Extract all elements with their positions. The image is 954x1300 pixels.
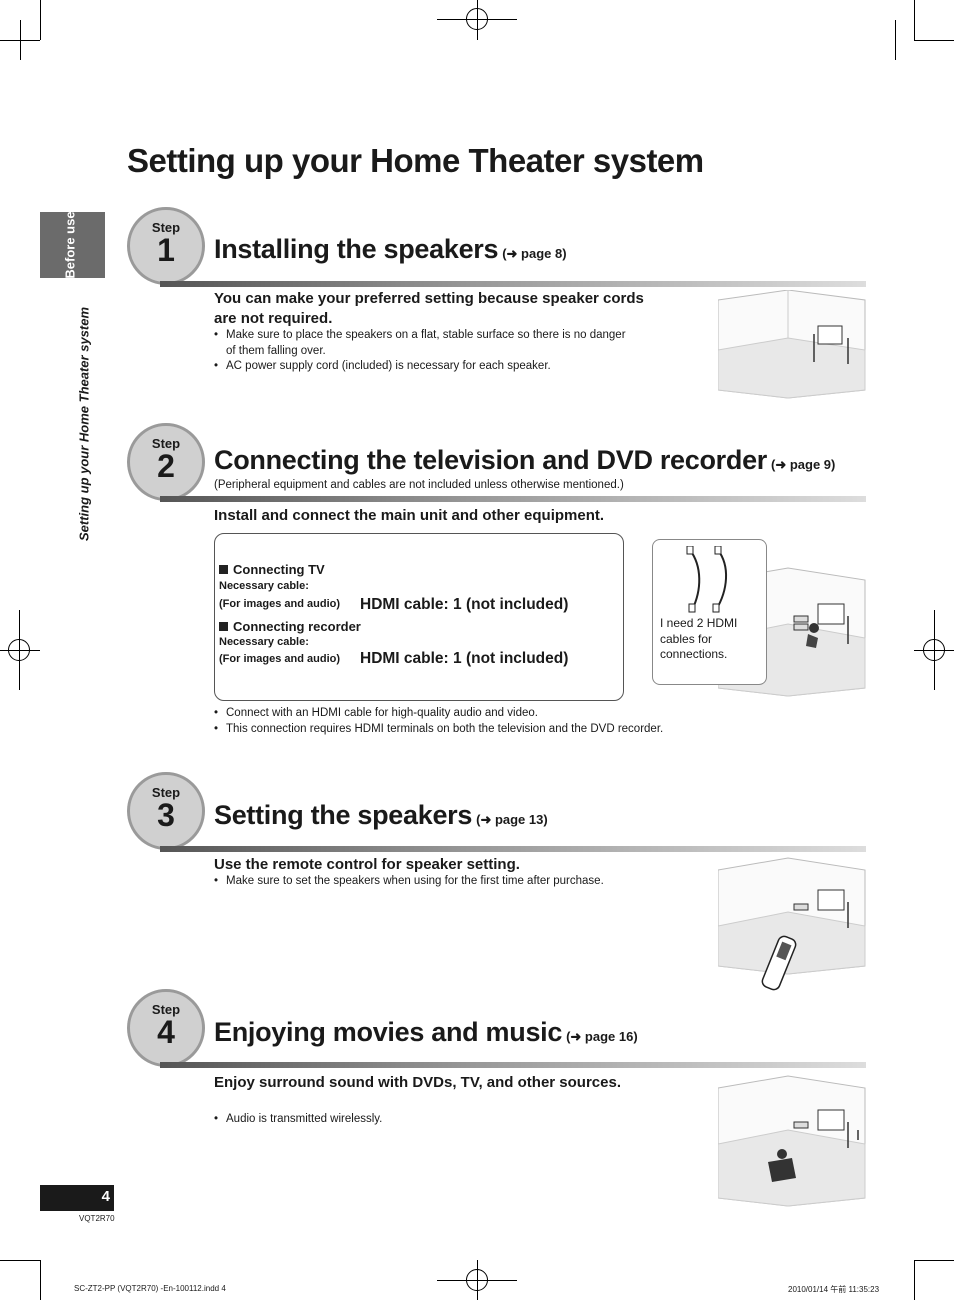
step-word: Step — [151, 1002, 181, 1017]
timestamp: 2010/01/14 午前 11:35:23 — [788, 1285, 880, 1294]
page-reference: (➜ page 8) — [502, 246, 567, 261]
section-rule — [160, 281, 866, 287]
cable-requirement: HDMI cable: 1 (not included) — [360, 650, 569, 667]
step-number: 2 — [157, 448, 175, 484]
page-number: 4 — [101, 1188, 110, 1205]
list-item: Audio is transmitted wirelessly. — [214, 1112, 634, 1128]
section-rule — [160, 1062, 866, 1068]
step-word: Step — [151, 220, 181, 235]
crop-mark — [40, 0, 41, 40]
list-item: This connection requires HDMI terminals … — [214, 722, 814, 738]
hdmi-cable-icon — [686, 546, 728, 613]
step-badge: Step 2 — [127, 423, 205, 501]
crop-mark — [0, 1260, 40, 1261]
step-title-text: Enjoying movies and music — [214, 1017, 563, 1047]
bullet-list: Make sure to place the speakers on a fla… — [214, 328, 634, 375]
cable-purpose: (For images and audio) — [219, 653, 341, 665]
list-item: Connect with an HDMI cable for high-qual… — [214, 706, 814, 722]
step-word: Step — [151, 785, 181, 800]
step-title: Installing the speakers(➜ page 8) — [214, 234, 567, 265]
running-header: Setting up your Home Theater system — [76, 306, 92, 542]
list-item: AC power supply cord (included) is neces… — [214, 359, 634, 375]
step-number: 3 — [157, 797, 175, 833]
connection-box — [214, 533, 624, 701]
cable-purpose: (For images and audio) — [219, 598, 341, 610]
step-title: Enjoying movies and music(➜ page 16) — [214, 1017, 638, 1048]
connection-heading: Connecting TV — [219, 562, 325, 577]
cable-note: I need 2 HDMI cables for connections. — [660, 616, 738, 661]
section-rule — [160, 846, 866, 852]
step-number: 1 — [157, 232, 175, 268]
step-title: Setting the speakers(➜ page 13) — [214, 800, 548, 831]
crop-mark — [914, 1260, 954, 1261]
model-code: VQT2R70 — [79, 1214, 115, 1223]
step-number: 4 — [157, 1014, 175, 1050]
necessary-cable-label: Necessary cable: — [219, 636, 309, 648]
room-remote-illustration — [718, 857, 866, 991]
cable-callout — [652, 539, 767, 685]
cable-requirement: HDMI cable: 1 (not included) — [360, 596, 569, 613]
file-info: SC-ZT2-PP (VQT2R70) -En-100112.indd 4 — [74, 1284, 226, 1293]
room-listener-illustration — [718, 1075, 866, 1207]
step-word: Step — [151, 436, 181, 451]
crop-mark — [40, 1260, 41, 1300]
square-bullet-icon — [219, 565, 228, 574]
step-lead: You can make your preferred setting beca… — [214, 290, 644, 327]
step-badge: Step 4 — [127, 989, 205, 1067]
page-title: Setting up your Home Theater system — [127, 142, 704, 179]
page-reference: (➜ page 9) — [771, 457, 836, 472]
step-badge: Step 1 — [127, 207, 205, 285]
list-item: Make sure to place the speakers on a fla… — [214, 328, 634, 359]
crop-mark — [914, 40, 954, 41]
list-item: Make sure to set the speakers when using… — [214, 874, 694, 890]
registration-mark — [8, 639, 30, 661]
step-note: (Peripheral equipment and cables are not… — [214, 479, 624, 491]
page-reference: (➜ page 16) — [566, 1029, 638, 1044]
step-lead: Use the remote control for speaker setti… — [214, 856, 520, 873]
step-title: Connecting the television and DVD record… — [214, 445, 835, 476]
page-number-box: 4 — [40, 1185, 114, 1211]
connection-heading: Connecting recorder — [219, 619, 361, 634]
page-reference: (➜ page 13) — [476, 812, 548, 827]
step-lead: Enjoy surround sound with DVDs, TV, and … — [214, 1074, 621, 1091]
registration-mark — [466, 8, 488, 30]
bullet-list: Connect with an HDMI cable for high-qual… — [214, 706, 814, 737]
bullet-list: Make sure to set the speakers when using… — [214, 874, 694, 890]
step-title-text: Connecting the television and DVD record… — [214, 445, 768, 475]
registration-mark — [923, 639, 945, 661]
crop-mark — [895, 20, 896, 60]
necessary-cable-label: Necessary cable: — [219, 580, 309, 592]
crop-mark — [914, 1260, 915, 1300]
bullet-list: Audio is transmitted wirelessly. — [214, 1112, 634, 1128]
crop-mark — [20, 20, 21, 60]
square-bullet-icon — [219, 622, 228, 631]
crop-mark — [914, 0, 915, 40]
step-badge: Step 3 — [127, 772, 205, 850]
room-speakers-illustration — [718, 290, 866, 399]
step-title-text: Installing the speakers — [214, 234, 499, 264]
step-title-text: Setting the speakers — [214, 800, 473, 830]
registration-mark — [466, 1269, 488, 1291]
section-rule — [160, 496, 866, 502]
section-tab — [40, 212, 105, 278]
step-lead: Install and connect the main unit and ot… — [214, 507, 605, 524]
section-tab-label: Before use — [62, 211, 78, 279]
